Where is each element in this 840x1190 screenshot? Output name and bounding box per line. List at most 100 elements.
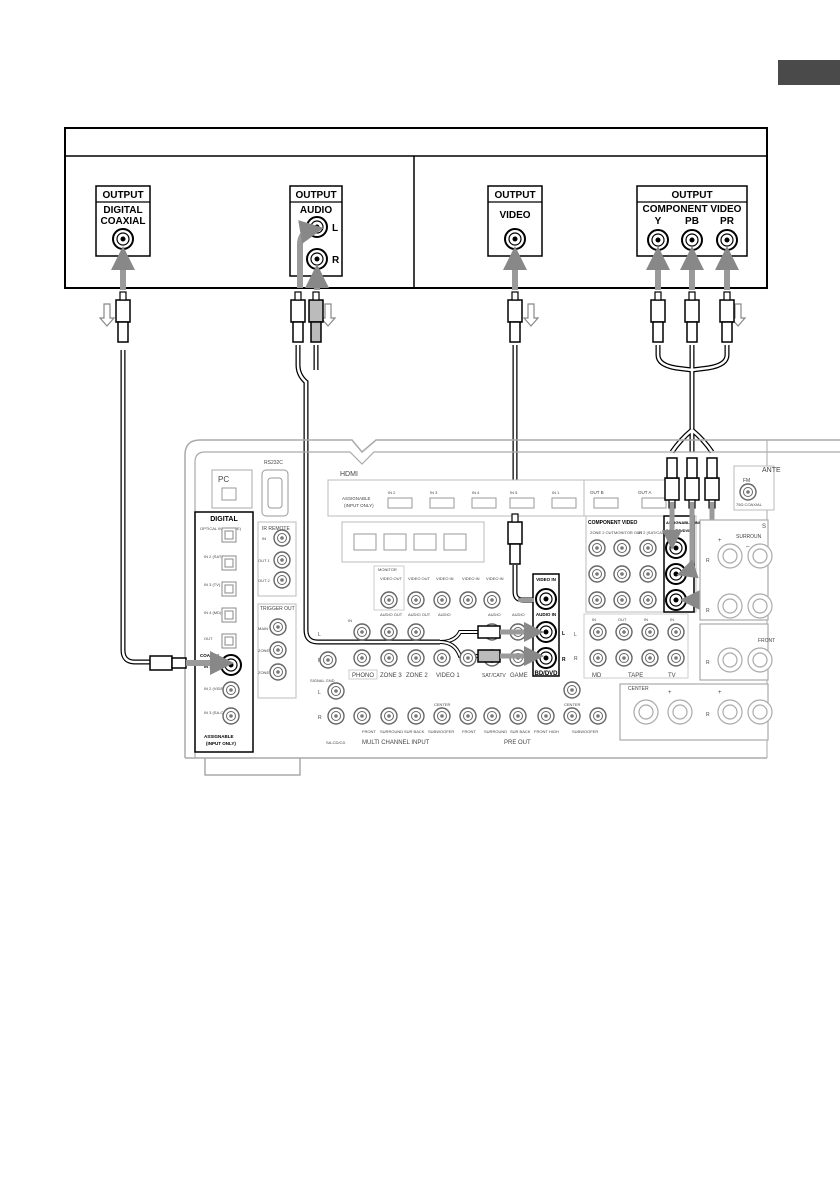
svg-text:MONITOR: MONITOR <box>378 567 397 572</box>
component-video-output: OUTPUT COMPONENT VIDEO Y PB PR <box>636 185 748 257</box>
svg-text:SIGNAL GND: SIGNAL GND <box>310 678 335 683</box>
svg-text:SUBWOOFER: SUBWOOFER <box>572 729 598 734</box>
svg-text:AUDIO: AUDIO <box>438 612 451 617</box>
component-output-label: OUTPUT <box>671 190 712 201</box>
svg-text:ZONE 2: ZONE 2 <box>258 648 273 653</box>
speaker-labels: S SURROUN FRONT CENTER + – + + R R R R <box>628 524 775 718</box>
svg-text:OUT B: OUT B <box>590 490 604 495</box>
svg-text:FRONT: FRONT <box>362 729 376 734</box>
svg-text:TAPE: TAPE <box>628 673 643 679</box>
svg-text:IN 3 (TV): IN 3 (TV) <box>204 582 221 587</box>
svg-text:L: L <box>562 631 565 637</box>
svg-text:MAIN: MAIN <box>258 626 268 631</box>
svg-text:VIDEO 1: VIDEO 1 <box>436 673 460 679</box>
y-label: Y <box>655 216 662 227</box>
svg-text:R: R <box>574 656 578 662</box>
rcv-pr-jack <box>665 589 687 611</box>
svg-text:OUT 1: OUT 1 <box>258 558 270 563</box>
svg-text:CENTER: CENTER <box>434 702 451 707</box>
digital-coaxial-output: OUTPUT DIGITAL COAXIAL <box>95 185 151 257</box>
svg-text:VIDEO IN: VIDEO IN <box>486 576 504 581</box>
svg-text:SURROUN: SURROUN <box>736 534 762 540</box>
svg-text:R: R <box>706 660 710 666</box>
svg-text:AUDIO OUT: AUDIO OUT <box>380 612 403 617</box>
svg-text:+: + <box>718 538 722 544</box>
audio-l-jack <box>306 216 328 238</box>
svg-text:IN: IN <box>670 617 674 622</box>
svg-text:IN: IN <box>644 617 648 622</box>
svg-text:ASSIGNABLE: ASSIGNABLE <box>204 734 234 739</box>
svg-text:(INPUT ONLY): (INPUT ONLY) <box>206 741 236 746</box>
svg-text:SURROUND: SURROUND <box>484 729 507 734</box>
svg-text:OUT: OUT <box>204 636 213 641</box>
video-output-label: OUTPUT <box>494 190 535 201</box>
svg-text:VIDEO OUT: VIDEO OUT <box>380 576 403 581</box>
svg-text:PHONO: PHONO <box>352 673 374 679</box>
svg-text:FRONT: FRONT <box>462 729 476 734</box>
svg-text:R: R <box>318 715 322 721</box>
svg-text:TRIGGER OUT: TRIGGER OUT <box>260 606 295 612</box>
svg-text:COAXIAL: COAXIAL <box>200 653 221 658</box>
video-jack <box>504 228 526 250</box>
bd-dvd-video-in-jack <box>535 588 557 610</box>
video-label: VIDEO <box>499 210 530 221</box>
svg-text:SAT/CATV: SAT/CATV <box>482 673 506 679</box>
svg-text:AUDIO OUT: AUDIO OUT <box>408 612 431 617</box>
digital-output-label: OUTPUT <box>102 190 143 201</box>
svg-text:RS232C: RS232C <box>264 460 283 466</box>
svg-text:L: L <box>574 632 577 638</box>
source-plugs <box>115 291 735 343</box>
svg-text:MULTI CHANNEL INPUT: MULTI CHANNEL INPUT <box>362 740 430 746</box>
svg-text:AUDIO: AUDIO <box>512 612 525 617</box>
svg-text:(INPUT ONLY): (INPUT ONLY) <box>344 503 374 508</box>
svg-text:L: L <box>318 690 321 696</box>
svg-text:R: R <box>706 608 710 614</box>
signal-arrows <box>111 220 739 290</box>
audio-l-label: L <box>332 223 338 234</box>
svg-text:ZONE 3: ZONE 3 <box>258 670 273 675</box>
digital-coaxial-in-jack <box>220 654 242 676</box>
svg-text:ZONE 2 OUT: ZONE 2 OUT <box>590 530 615 535</box>
y-jack <box>647 229 669 251</box>
av-jack-area: MONITOR VIDEO OUT VIDEO OUT VIDEO IN VID… <box>310 565 527 683</box>
svg-text:75Ω COAXIAL: 75Ω COAXIAL <box>736 502 763 507</box>
bd-dvd-audio-r-jack <box>535 647 557 669</box>
svg-text:+: + <box>668 690 672 696</box>
svg-text:DIGITAL: DIGITAL <box>210 516 238 523</box>
bd-dvd-inputs: VIDEO IN AUDIO IN L R BD/DVD <box>532 573 566 677</box>
svg-text:ANTE: ANTE <box>762 467 781 474</box>
receiver-digital-section: DIGITAL OPTICAL IN 1 (GAME) IN 2 (SAT/ C… <box>194 511 254 753</box>
audio-output-label: OUTPUT <box>295 190 336 201</box>
svg-text:IN: IN <box>592 617 596 622</box>
svg-text:PC: PC <box>218 475 229 484</box>
svg-text:SA-CD/CD: SA-CD/CD <box>326 740 345 745</box>
svg-text:MD: MD <box>592 673 602 679</box>
hdmi-section: HDMI ASSIGNABLE (INPUT ONLY) IN 2 IN 3 I… <box>327 471 675 517</box>
rcv-y-jack <box>665 537 687 559</box>
chapter-tab <box>778 60 840 85</box>
coaxial-receiver-plug <box>149 651 234 675</box>
svg-text:R: R <box>706 712 710 718</box>
section-labels: PHONO ZONE 3 ZONE 2 VIDEO 1 SAT/CATV GAM… <box>318 669 607 746</box>
svg-text:ZONE 3: ZONE 3 <box>380 673 402 679</box>
rcv-pb-jack <box>665 563 687 585</box>
antenna-section: ANTE FM 75Ω COAXIAL <box>733 465 781 511</box>
svg-text:IN 3 (SA-CD/ CD): IN 3 (SA-CD/ CD) <box>204 710 236 715</box>
svg-text:+: + <box>718 690 722 696</box>
speaker-terminals <box>619 519 773 741</box>
svg-text:ZONE 2: ZONE 2 <box>406 673 428 679</box>
pr-label: PR <box>720 216 735 227</box>
svg-text:MONITOR OUT: MONITOR OUT <box>614 530 643 535</box>
video-output: OUTPUT VIDEO <box>487 185 543 257</box>
svg-text:GAME: GAME <box>510 673 528 679</box>
pb-jack <box>681 229 703 251</box>
svg-text:FRONT: FRONT <box>758 638 775 644</box>
svg-text:FM: FM <box>743 478 750 484</box>
zone-ports <box>341 521 485 563</box>
cables <box>120 345 730 665</box>
svg-text:IN: IN <box>262 536 266 541</box>
svg-text:L: L <box>318 632 321 638</box>
direction-arrows <box>98 303 747 327</box>
svg-text:IN 2 (VIDEO 1): IN 2 (VIDEO 1) <box>204 686 232 691</box>
